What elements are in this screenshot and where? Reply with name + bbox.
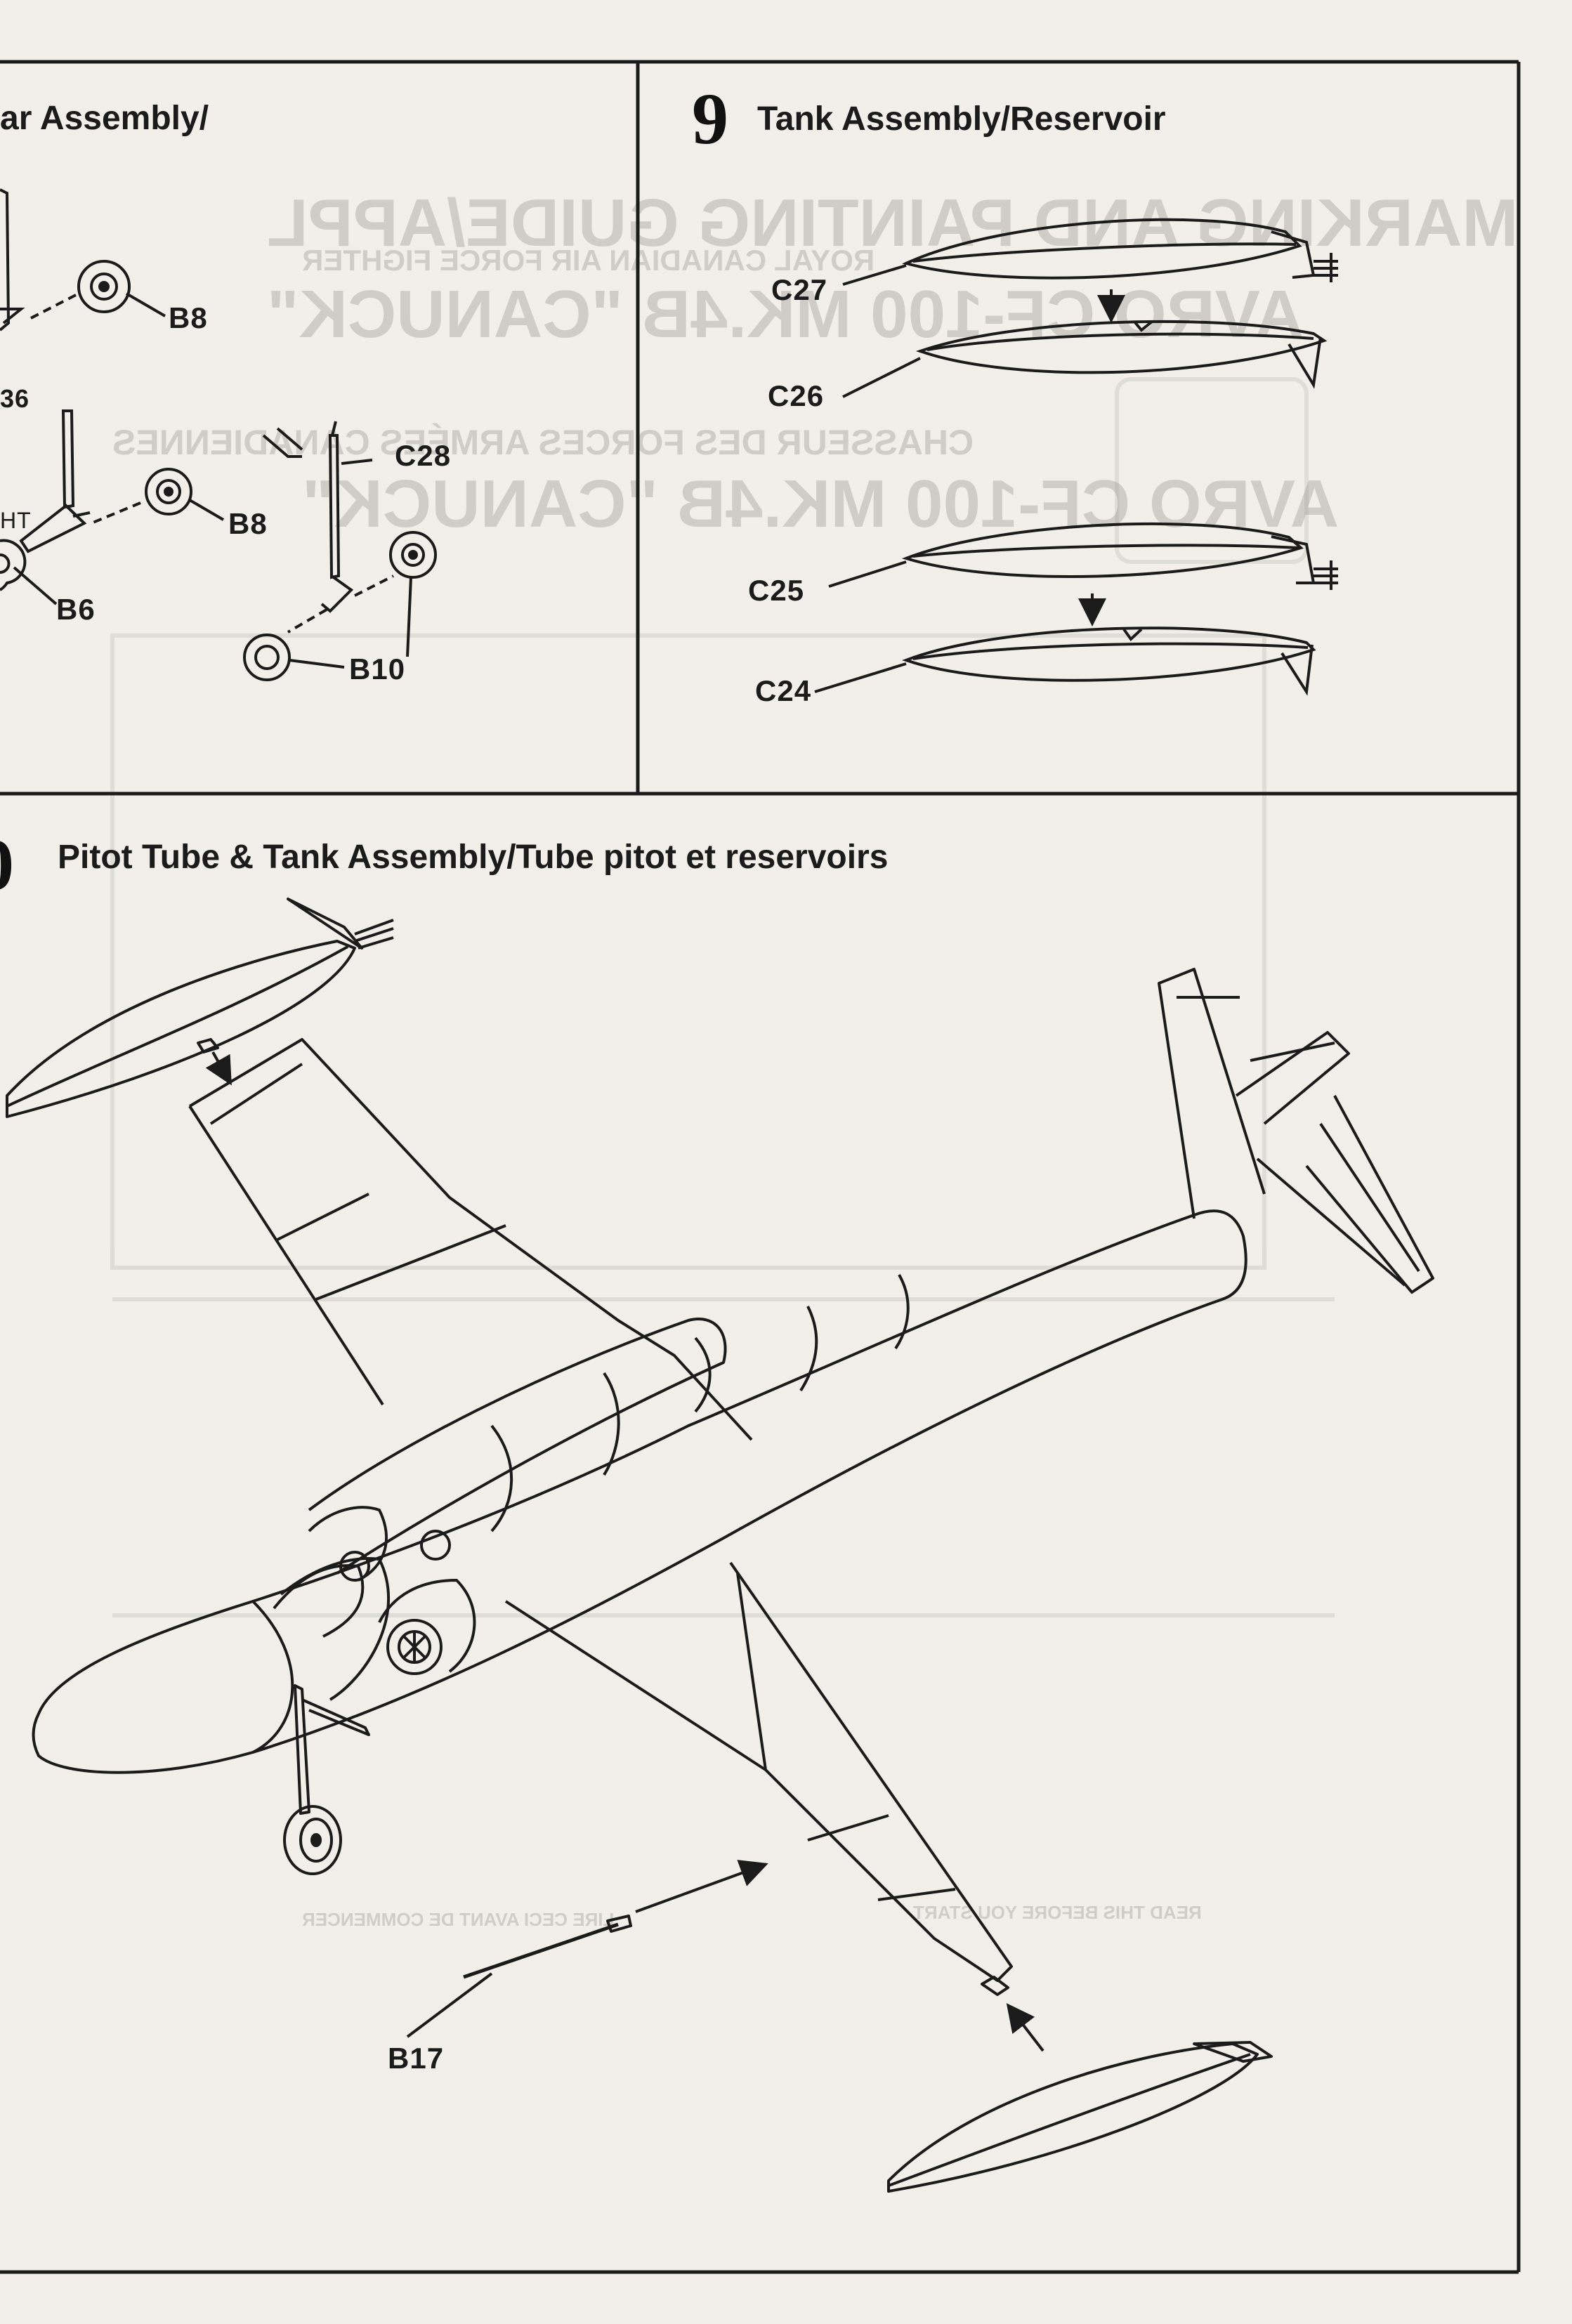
part-label-c28: C28 <box>395 439 452 472</box>
part-label-ht: HT <box>0 508 32 533</box>
part-label-b17: B17 <box>388 2042 445 2075</box>
part-label-c26: C26 <box>768 379 825 412</box>
part-label-c24: C24 <box>755 674 812 707</box>
panel-borders <box>0 60 1521 2274</box>
part-label-b10: B10 <box>349 652 406 685</box>
part-label-b6: B6 <box>56 593 96 626</box>
part-label-36: 36 <box>0 384 30 413</box>
step10-aircraft-drawing <box>6 898 1434 2193</box>
step-number: 9 <box>692 79 728 159</box>
step9-tanks-drawing <box>814 218 1338 696</box>
part-label-b8: B8 <box>228 507 268 540</box>
step9-title: Tank Assembly/Reservoir <box>757 100 1166 138</box>
part-label-c27: C27 <box>771 273 828 306</box>
part-label-c25: C25 <box>748 574 805 607</box>
step-number: 0 <box>0 829 14 902</box>
part-label-b8: B8 <box>169 301 208 334</box>
step10-title: Pitot Tube & Tank Assembly/Tube pitot et… <box>58 839 889 876</box>
show-through-frames <box>110 377 1335 1617</box>
step8-gear-drawing <box>0 188 437 681</box>
step8-title: ar Assembly/ <box>0 100 209 137</box>
